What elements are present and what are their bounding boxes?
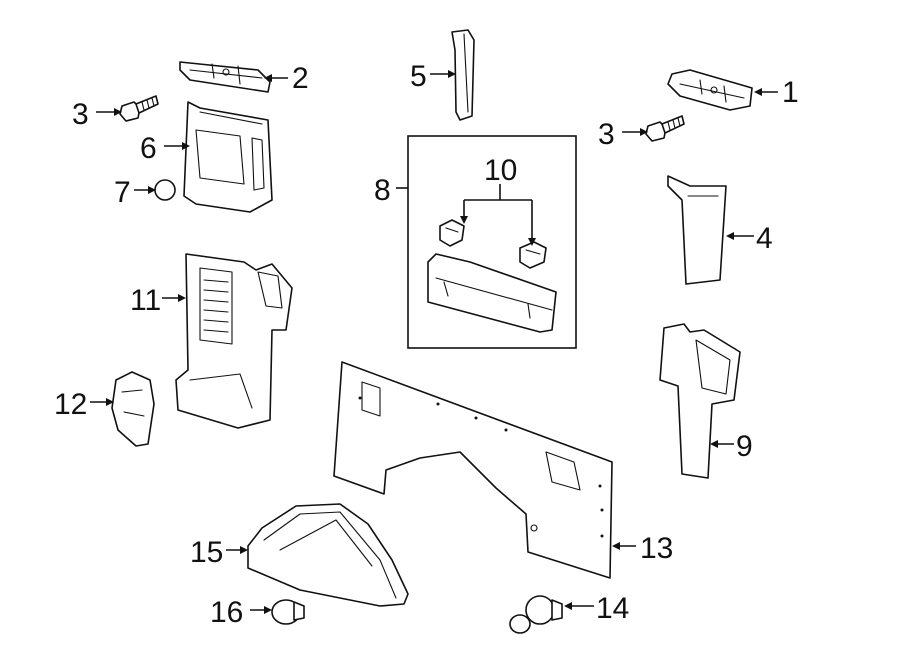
part-10-clip-right[interactable] <box>519 241 547 269</box>
callout-15: 15 <box>190 536 223 569</box>
callout-12: 12 <box>54 388 87 421</box>
part-10-clip-left[interactable] <box>439 219 465 247</box>
callout-8: 8 <box>374 174 391 207</box>
part-9-quarter-trim[interactable] <box>659 323 741 479</box>
callout-9: 9 <box>736 430 753 463</box>
part-12-trim-piece[interactable] <box>111 371 155 447</box>
part-6-upper-quarter-trim[interactable] <box>183 101 273 213</box>
callout-10: 10 <box>484 154 517 187</box>
callout-11: 11 <box>130 284 161 317</box>
part-8-box <box>407 135 577 349</box>
callout-2: 2 <box>292 62 309 95</box>
part-3-bolt-left[interactable] <box>119 95 159 122</box>
part-15-wheelhouse-trim[interactable] <box>247 503 409 607</box>
leader-lines <box>90 70 778 614</box>
part-5-pillar-trim[interactable] <box>451 29 475 121</box>
callout-labels: 1 2 3 3 4 5 6 7 8 9 10 11 12 13 14 15 16 <box>54 60 799 629</box>
part-8-trim-strip[interactable] <box>427 253 557 333</box>
part-3-bolt-right[interactable] <box>645 115 685 142</box>
callout-3-left: 3 <box>72 98 89 131</box>
part-4-pillar-trim[interactable] <box>667 175 727 285</box>
callout-7: 7 <box>114 176 131 209</box>
part-14-retainer[interactable] <box>509 595 563 634</box>
part-7-plug[interactable] <box>154 179 176 201</box>
part-2-trim-cap[interactable] <box>179 61 271 93</box>
part-16-push-pin[interactable] <box>271 599 305 625</box>
callout-13: 13 <box>640 532 673 565</box>
callout-3-right: 3 <box>598 118 615 151</box>
part-11-quarter-trim-panel[interactable] <box>175 253 293 429</box>
callout-14: 14 <box>596 592 629 625</box>
part-13-large-panel[interactable] <box>333 361 613 579</box>
callout-4: 4 <box>756 222 773 255</box>
part-1-trim-cap[interactable] <box>667 69 753 111</box>
callout-16: 16 <box>210 596 243 629</box>
callout-6: 6 <box>140 132 157 165</box>
callout-5: 5 <box>410 60 427 93</box>
callout-1: 1 <box>782 76 799 109</box>
